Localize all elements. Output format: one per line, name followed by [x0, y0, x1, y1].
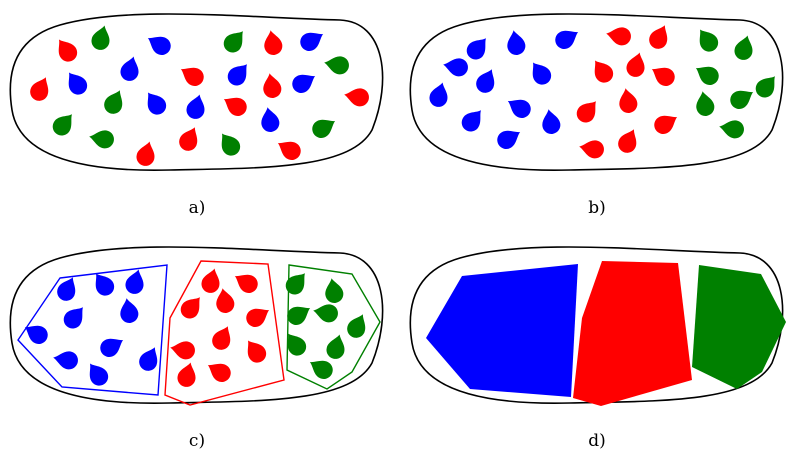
green-drop	[89, 130, 114, 149]
green-drop	[730, 90, 754, 109]
blue-drop	[100, 338, 124, 357]
blue-drop	[120, 298, 139, 323]
blue-drop	[53, 351, 78, 370]
red-drop	[180, 297, 200, 319]
green-drop	[699, 29, 719, 52]
red-drop	[277, 141, 301, 160]
red-drop	[576, 101, 596, 123]
blue-drop	[261, 107, 280, 132]
blue-drop	[147, 36, 171, 55]
panel-label-d: d)	[588, 431, 606, 451]
panel-d-blob	[409, 246, 784, 405]
red-drop	[212, 326, 231, 350]
blue-drop	[63, 307, 83, 329]
red-drop	[30, 77, 49, 101]
panel-label-a: a)	[189, 198, 206, 218]
green-drop	[719, 120, 744, 139]
green-drop	[313, 304, 338, 323]
drops-layer	[24, 25, 775, 387]
red-drop	[594, 60, 614, 83]
green-region	[692, 265, 786, 389]
red-drop	[606, 27, 631, 46]
blue-drop	[507, 99, 531, 118]
red-drop	[344, 88, 369, 107]
green-drop	[52, 114, 72, 136]
blue-drop	[120, 56, 139, 81]
red-drop	[246, 308, 270, 327]
blue-drop	[542, 109, 561, 134]
blue-drop	[147, 92, 167, 115]
red-drop	[618, 129, 637, 153]
blue-group-outline	[17, 264, 168, 396]
red-drop	[247, 340, 267, 363]
red-region	[573, 261, 692, 406]
red-drop	[264, 30, 283, 55]
blue-drop	[476, 69, 495, 93]
blue-drop	[532, 62, 552, 85]
blue-drop	[24, 325, 48, 344]
red-drop	[177, 362, 196, 387]
red-drop	[179, 127, 198, 151]
green-drop	[287, 306, 311, 325]
red-drop	[136, 141, 155, 166]
green-drop	[326, 334, 345, 359]
blue-drop	[300, 32, 324, 51]
blue-drop	[461, 110, 481, 132]
red-drop	[626, 52, 645, 77]
blue-drop	[125, 269, 144, 294]
blue-drop	[68, 72, 88, 95]
red-drop	[201, 268, 220, 293]
red-drop	[649, 25, 668, 49]
red-drop	[180, 67, 204, 86]
red-drop	[579, 140, 604, 159]
green-group-outline	[286, 264, 381, 390]
red-drop	[216, 288, 235, 313]
blue-drop	[95, 273, 115, 296]
green-drop	[285, 273, 305, 295]
blue-drop	[555, 30, 579, 49]
green-drop	[104, 90, 123, 114]
red-drop	[170, 341, 195, 360]
green-drop	[324, 56, 349, 75]
panel-label-b: b)	[588, 198, 606, 218]
blue-region	[426, 264, 578, 397]
red-drop	[263, 73, 282, 98]
green-drop	[223, 31, 243, 53]
green-drop	[695, 66, 719, 85]
red-drop	[58, 39, 78, 62]
green-drop	[221, 133, 241, 156]
green-drop	[755, 76, 775, 98]
green-drop	[696, 91, 715, 116]
red-drop	[654, 115, 678, 134]
blue-drop	[466, 38, 486, 60]
red-drop	[234, 274, 258, 293]
panel-c-blob	[9, 246, 384, 405]
blue-drop	[227, 64, 247, 86]
blue-drop	[497, 130, 521, 149]
blue-drop	[443, 58, 468, 77]
red-drop	[619, 88, 638, 113]
green-drop	[309, 360, 333, 379]
blue-drop	[429, 82, 448, 107]
red-drop	[207, 363, 231, 382]
green-drop	[91, 25, 110, 50]
blue-drop	[89, 363, 109, 386]
green-drop	[312, 119, 336, 138]
green-drop	[347, 314, 366, 338]
blue-drop	[139, 347, 158, 371]
red-group-outline	[164, 260, 285, 406]
panel-a-blob	[9, 13, 384, 172]
red-drop	[651, 67, 675, 86]
green-drop	[325, 278, 344, 303]
blue-drop	[507, 30, 526, 55]
blue-drop	[57, 277, 76, 301]
panel-label-c: c)	[189, 431, 205, 451]
panel-b-blob	[409, 13, 784, 172]
green-drop	[287, 333, 307, 356]
green-drop	[734, 35, 753, 60]
blue-drop	[186, 94, 205, 119]
red-drop	[223, 97, 247, 116]
blue-drop	[292, 74, 316, 93]
